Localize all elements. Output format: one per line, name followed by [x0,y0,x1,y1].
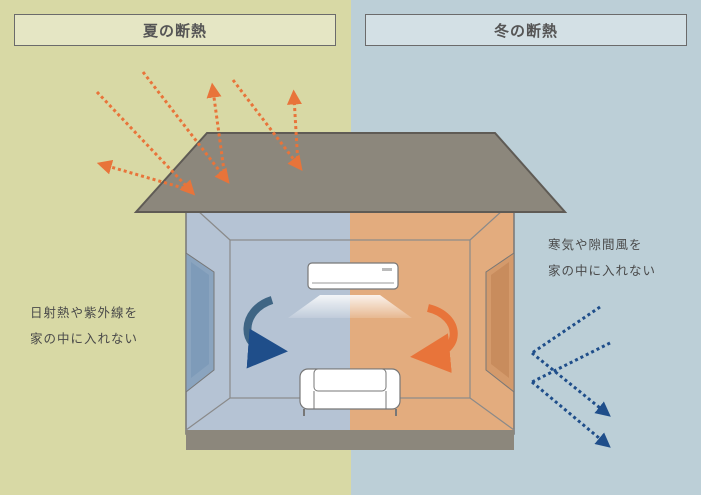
summer-note-line: 家の中に入れない [30,331,139,346]
summer-note: 日射熱や紫外線を 家の中に入れない [30,300,138,352]
sofa-icon [299,368,401,416]
summer-reflected-arrows [96,82,302,192]
right-window-icon [485,252,515,394]
winter-note-line: 家の中に入れない [548,263,657,278]
winter-note: 寒気や隙間風を 家の中に入れない [548,232,656,284]
warm-airflow-arrow [410,304,458,374]
winter-title: 冬の断熱 [365,14,687,46]
house-walls [185,199,515,450]
cool-airflow-arrow [243,296,288,369]
summer-sunlight-arrows [95,71,303,196]
summer-note-line: 日射熱や紫外線を [30,305,139,320]
winter-cold-air-arrows [531,305,611,448]
floor-base [186,430,514,450]
summer-title: 夏の断熱 [14,14,336,46]
air-conditioner-icon [288,262,412,318]
roof [133,132,568,213]
left-window-icon [185,252,215,394]
winter-note-line: 寒気や隙間風を [548,237,643,252]
